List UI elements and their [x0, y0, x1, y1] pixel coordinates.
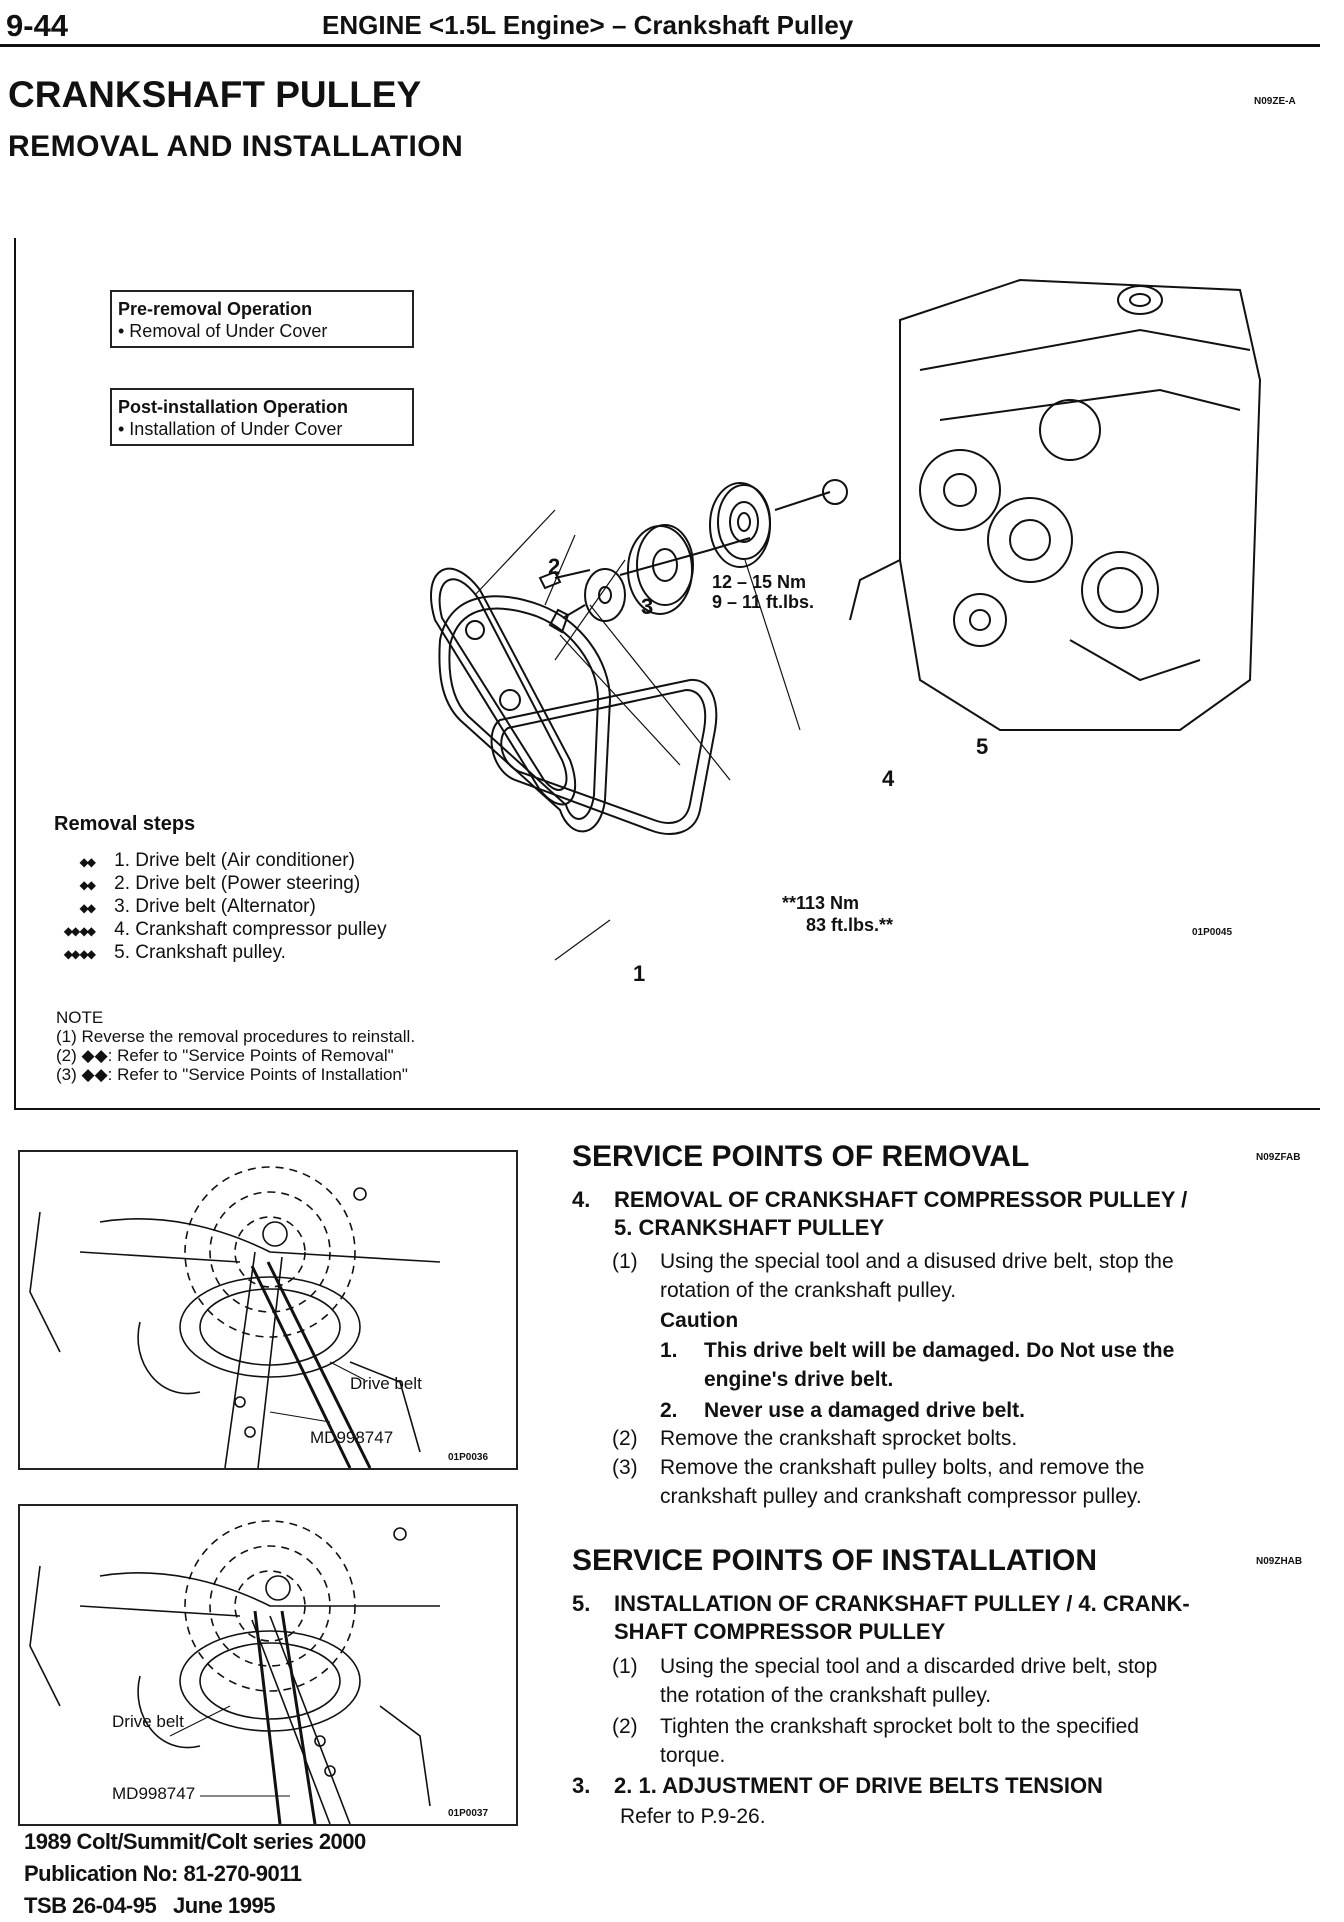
- torque-spec-bolt: 12 – 15 Nm 9 – 11 ft.lbs.: [712, 572, 815, 612]
- list-item: ◆◆ ◆◆4. Crankshaft compressor pulley: [63, 919, 387, 940]
- figure-code: 01P0037: [448, 1808, 489, 1819]
- footer-tsb: TSB 26-04-95 June 1995: [24, 1893, 275, 1918]
- callout-2: 2: [548, 554, 561, 579]
- note-line: (1) Reverse the removal procedures to re…: [56, 1027, 416, 1046]
- installation-reference: Refer to P.9-26.: [620, 1805, 766, 1828]
- callout-1: 1: [633, 961, 646, 986]
- list-item: ◆◆3. Drive belt (Alternator): [79, 896, 316, 917]
- installation-section-code: N09ZHAB: [1256, 1556, 1303, 1567]
- torque-spec-pulley: **113 Nm 83 ft.lbs.**: [782, 893, 894, 935]
- caution-number: 1.: [660, 1339, 678, 1362]
- removal-section-code: N09ZFAB: [1256, 1152, 1301, 1163]
- figure-label-special-tool: MD998747: [112, 1784, 196, 1803]
- removal-steps-title: Removal steps: [54, 813, 196, 835]
- figure-installation-illustration: [29, 1520, 440, 1825]
- engine-block-illustration: [849, 278, 1262, 731]
- pre-removal-title: Pre-removal Operation: [118, 299, 313, 319]
- page-subtitle: REMOVAL AND INSTALLATION: [8, 130, 464, 163]
- post-installation-box: Post-installation Operation • Installati…: [110, 388, 414, 446]
- post-installation-title: Post-installation Operation: [118, 397, 349, 417]
- figure-removal: Drive belt MD998747 01P0036: [18, 1150, 518, 1470]
- removal-step-text: Remove the crankshaft sprocket bolts.: [660, 1427, 1018, 1450]
- installation-section-title: SERVICE POINTS OF INSTALLATION: [572, 1544, 1098, 1577]
- footer-publication-number: Publication No: 81-270-9011: [24, 1861, 302, 1886]
- pre-removal-item: • Removal of Under Cover: [118, 321, 328, 341]
- list-item: ◆◆2. Drive belt (Power steering): [79, 873, 361, 894]
- figure-label-special-tool: MD998747: [310, 1428, 394, 1447]
- installation-item-heading: 2. 1. ADJUSTMENT OF DRIVE BELTS TENSION: [614, 1773, 1103, 1798]
- removal-step-number: (2): [612, 1427, 638, 1450]
- installation-item-heading: INSTALLATION OF CRANKSHAFT PULLEY / 4. C…: [614, 1591, 1190, 1644]
- removal-step-number: (1): [612, 1250, 638, 1273]
- installation-step-text: Using the special tool and a discarded d…: [660, 1655, 1158, 1707]
- list-item: ◆◆ ◆◆5. Crankshaft pulley.: [63, 942, 286, 963]
- footer-vehicle: 1989 Colt/Summit/Colt series 2000: [24, 1829, 366, 1854]
- caution-text: This drive belt will be damaged. Do Not …: [704, 1339, 1175, 1391]
- callout-4: 4: [882, 766, 895, 791]
- pre-removal-box: Pre-removal Operation • Removal of Under…: [110, 290, 414, 348]
- diagram-frame-left: [14, 238, 16, 1110]
- removal-step-text: Using the special tool and a disused dri…: [660, 1250, 1174, 1302]
- list-item: ◆◆1. Drive belt (Air conditioner): [79, 850, 355, 871]
- post-installation-item: • Installation of Under Cover: [118, 419, 343, 439]
- installation-item-number: 5.: [572, 1591, 591, 1616]
- note-block: NOTE (1) Reverse the removal procedures …: [56, 1008, 415, 1084]
- belt-air-conditioner-illustration: [490, 678, 718, 835]
- callout-5: 5: [976, 734, 989, 759]
- installation-step-number: (1): [612, 1655, 638, 1678]
- caution-number: 2.: [660, 1399, 678, 1422]
- running-header-title: ENGINE <1.5L Engine> – Crankshaft Pulley: [322, 10, 854, 40]
- installation-step-text: Tighten the crankshaft sprocket bolt to …: [660, 1715, 1139, 1767]
- installation-item-number: 3.: [572, 1773, 591, 1798]
- removal-section-title: SERVICE POINTS OF REMOVAL: [572, 1140, 1030, 1173]
- removal-item-heading: REMOVAL OF CRANKSHAFT COMPRESSOR PULLEY …: [614, 1187, 1188, 1240]
- diagram-frame-bottom: [14, 1108, 1320, 1110]
- page-title: CRANKSHAFT PULLEY: [8, 74, 422, 115]
- publication-footer: 1989 Colt/Summit/Colt series 2000 Public…: [24, 1826, 366, 1922]
- page-number: 9-44: [6, 8, 69, 43]
- callout-3: 3: [641, 594, 654, 619]
- caution-label: Caution: [660, 1309, 739, 1332]
- crankshaft-pulley-parts-illustration: [538, 479, 848, 634]
- note-title: NOTE: [56, 1008, 104, 1027]
- installation-step-number: (2): [612, 1715, 638, 1738]
- section-code: N09ZE-A: [1254, 96, 1296, 107]
- exploded-diagram: [430, 278, 1262, 961]
- caution-text: Never use a damaged drive belt.: [704, 1399, 1025, 1422]
- figure-label-drive-belt: Drive belt: [112, 1712, 184, 1731]
- note-line: (3) ◆◆: Refer to "Service Points of Inst…: [56, 1065, 408, 1084]
- header-rule: [0, 44, 1320, 47]
- figure-label-drive-belt: Drive belt: [350, 1374, 422, 1393]
- removal-step-text: Remove the crankshaft pulley bolts, and …: [660, 1456, 1145, 1508]
- removal-item-number: 4.: [572, 1187, 591, 1212]
- diagram-code: 01P0045: [1192, 927, 1233, 938]
- note-line: (2) ◆◆: Refer to "Service Points of Remo…: [56, 1046, 394, 1065]
- figure-code: 01P0036: [448, 1452, 489, 1463]
- belt-alternator-illustration: [438, 595, 612, 833]
- removal-step-number: (3): [612, 1456, 638, 1479]
- removal-steps-list: ◆◆1. Drive belt (Air conditioner) ◆◆2. D…: [14, 850, 387, 965]
- figure-removal-illustration: [29, 1166, 441, 1469]
- figure-installation: Drive belt MD998747 01P0037: [18, 1504, 518, 1826]
